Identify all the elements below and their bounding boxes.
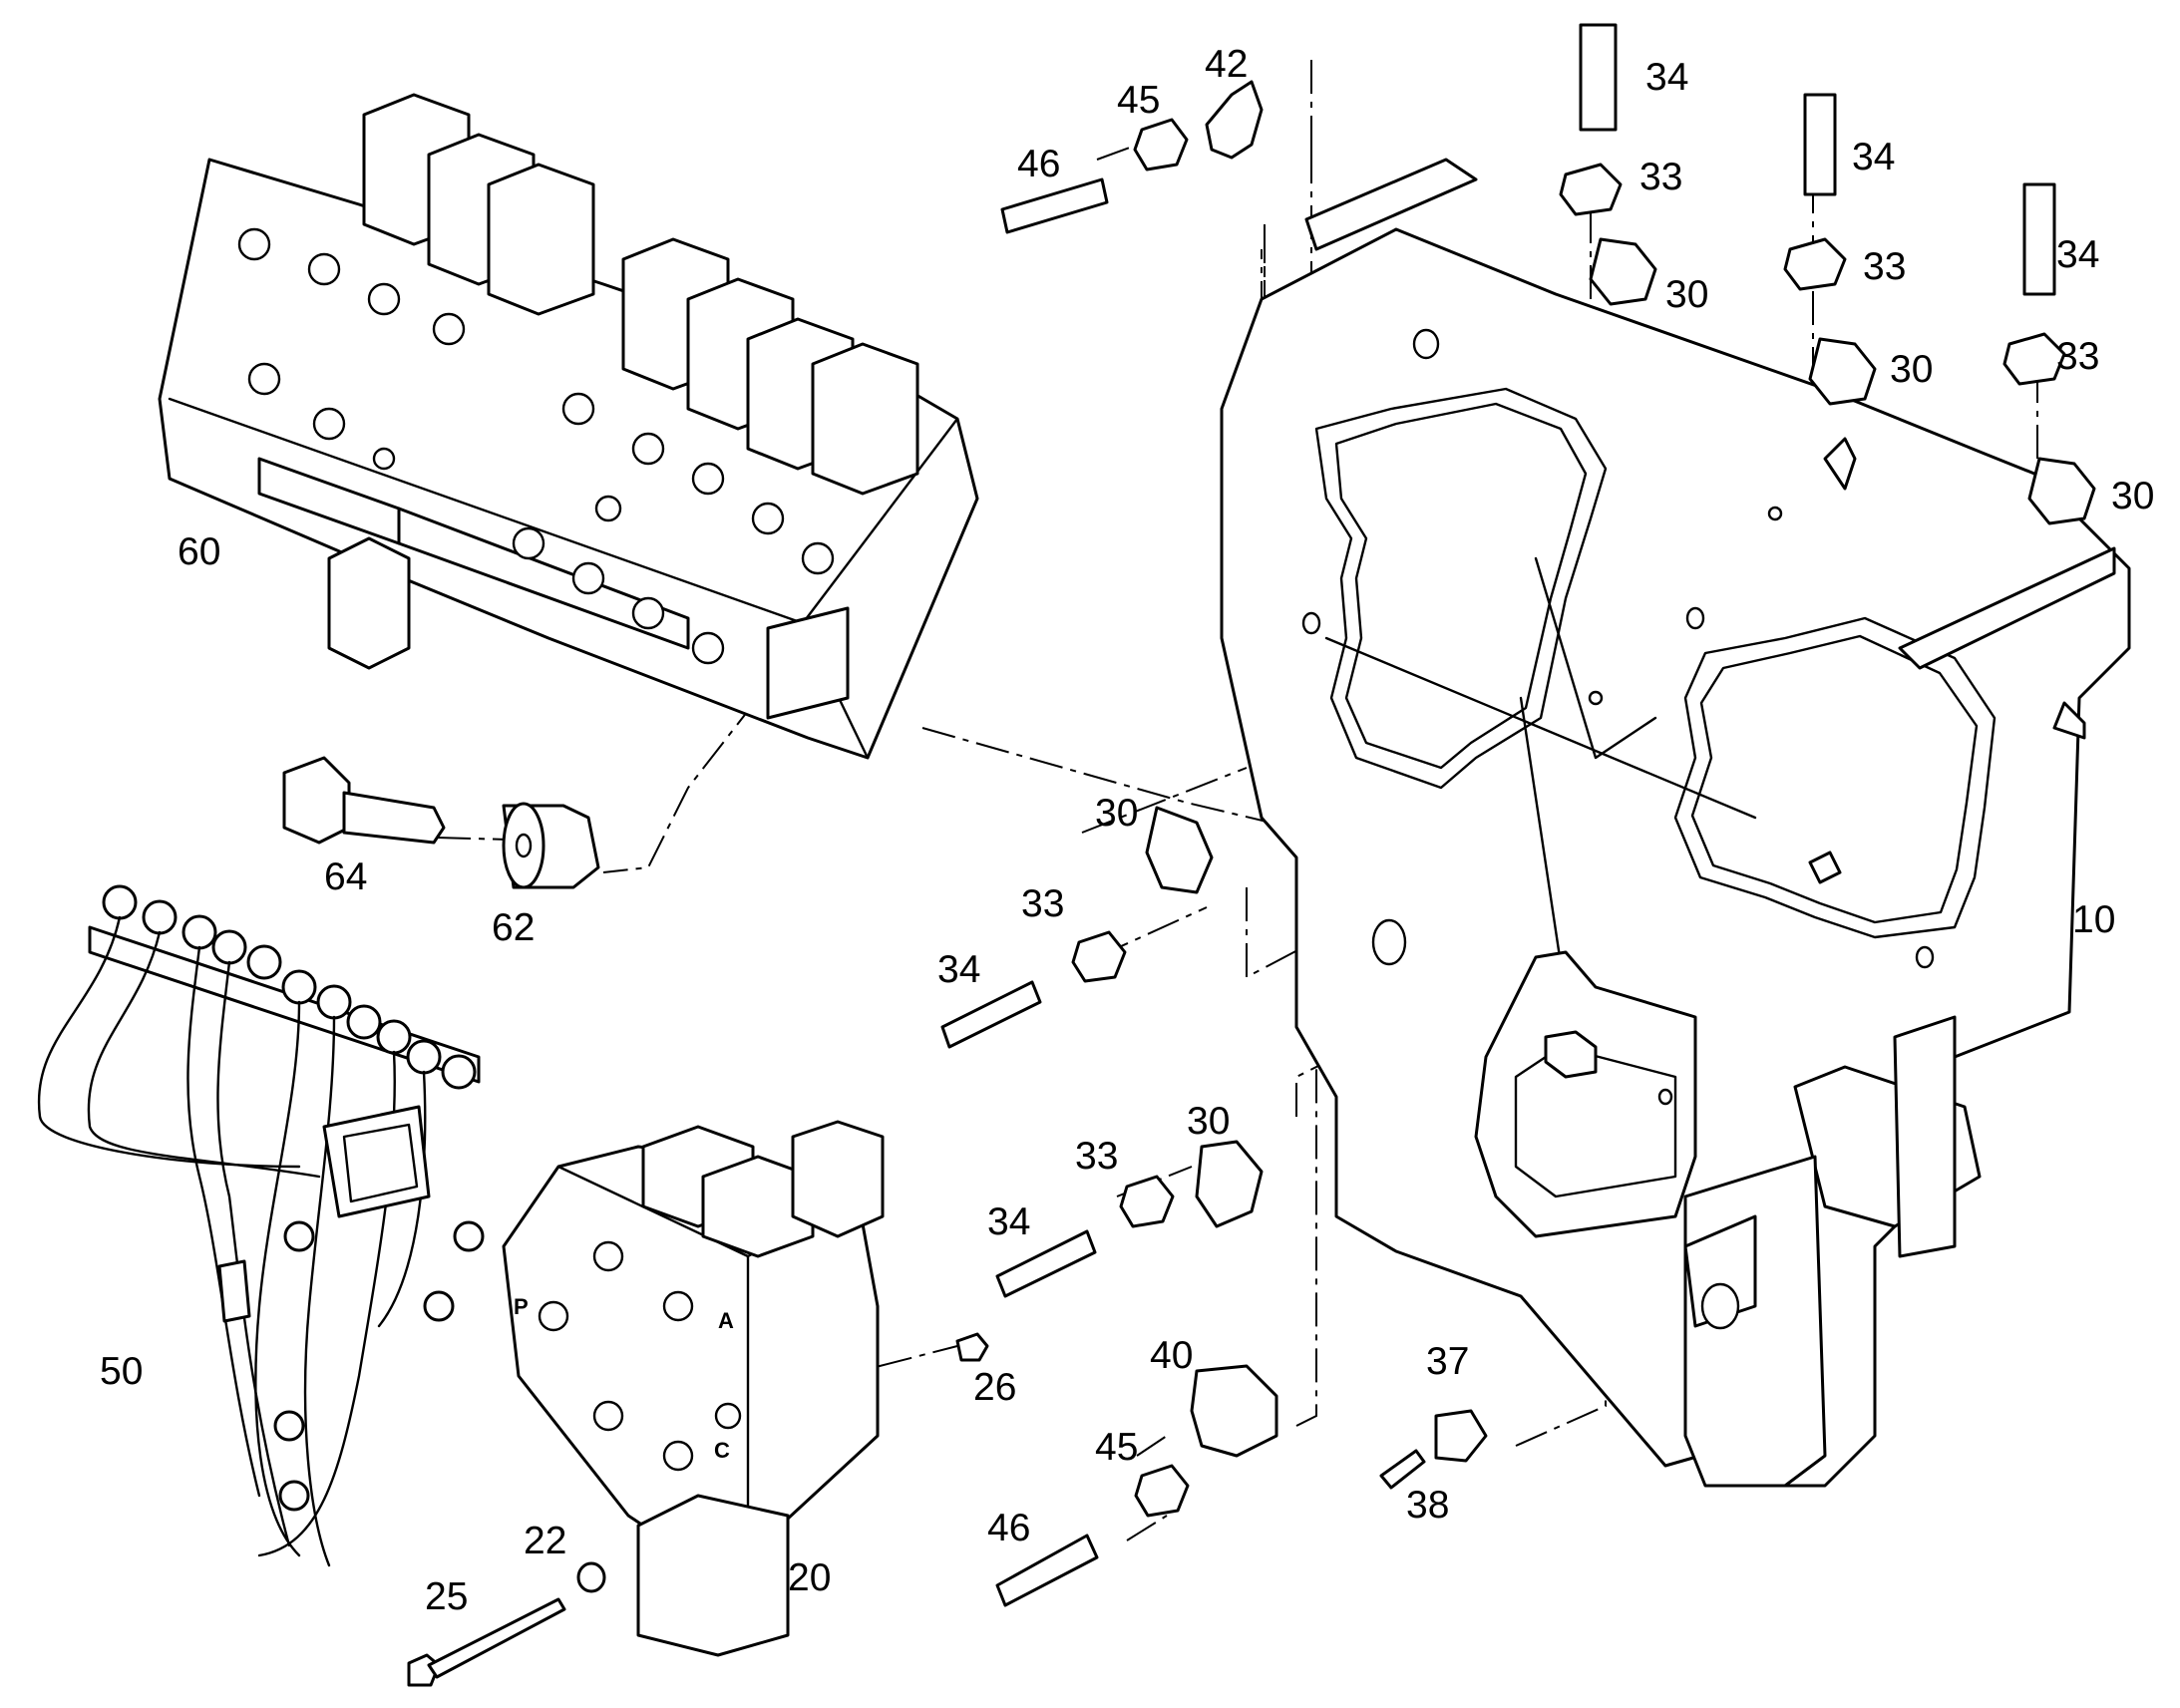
port-letter-c: C — [714, 1438, 730, 1463]
valve-ports-20 — [538, 1240, 742, 1472]
spacer-part-62 — [502, 802, 600, 889]
clamp-42 — [1205, 80, 1264, 160]
long-bolt-part-25 — [407, 1597, 566, 1687]
hose-assembly-part-50 — [37, 884, 485, 1567]
port-letters: P A C — [514, 1294, 734, 1463]
clamps — [1145, 80, 2096, 1490]
callout-30: 30 — [1095, 792, 1138, 835]
port-letter-a: A — [718, 1308, 734, 1333]
hydraulic-valve-part-20 — [502, 1120, 885, 1657]
nuts — [1071, 118, 2066, 1518]
callout-numbers: 42 45 46 34 33 30 34 33 30 34 33 30 60 6… — [100, 43, 2154, 1618]
nut-33c — [2002, 332, 2066, 386]
solenoid-coils — [327, 93, 919, 670]
callout-20: 20 — [788, 1556, 831, 1599]
callout-34: 34 — [937, 948, 980, 991]
clamp-40 — [1190, 1364, 1278, 1458]
callout-25: 25 — [425, 1575, 468, 1618]
nut-33b — [1783, 237, 1847, 291]
nut-33d — [1071, 930, 1127, 983]
stud-34a — [1579, 23, 1618, 132]
stud-34d — [940, 980, 1042, 1049]
callout-26: 26 — [973, 1366, 1016, 1409]
callout-34: 34 — [987, 1200, 1030, 1243]
nut-part-26 — [955, 1332, 989, 1362]
nut-33e — [1119, 1175, 1175, 1228]
callout-60: 60 — [178, 530, 220, 573]
bolt-part-64 — [282, 756, 446, 845]
callout-33: 33 — [1021, 882, 1064, 925]
callout-33: 33 — [1075, 1135, 1118, 1178]
callout-64: 64 — [324, 855, 367, 898]
clamp-30c — [2027, 457, 2096, 525]
callout-46: 46 — [987, 1507, 1030, 1549]
callout-30: 30 — [2111, 475, 2154, 517]
stud-34b — [1803, 93, 1837, 196]
callout-40: 40 — [1150, 1334, 1193, 1377]
callout-33: 33 — [1639, 156, 1682, 198]
callout-37: 37 — [1426, 1340, 1469, 1383]
callout-62: 62 — [492, 906, 535, 949]
stud-34e — [995, 1229, 1097, 1298]
clamp-30b — [1808, 337, 1877, 406]
callout-33: 33 — [2056, 335, 2099, 378]
clamp-30d — [1145, 806, 1214, 894]
callout-42: 42 — [1205, 43, 1248, 86]
callout-22: 22 — [524, 1520, 566, 1562]
nut-45a — [1133, 118, 1189, 171]
callout-45: 45 — [1117, 79, 1160, 122]
studs — [940, 23, 2056, 1607]
screw-38 — [1379, 1449, 1426, 1490]
port-letter-p: P — [514, 1294, 529, 1319]
hose-fittings — [102, 884, 477, 1090]
clamp-30e — [1195, 1140, 1264, 1228]
main-frame-part-10 — [1220, 158, 2131, 1488]
valve-block-part-60 — [158, 93, 979, 760]
nut-33a — [1559, 163, 1623, 216]
callout-34: 34 — [1645, 56, 1688, 99]
callout-34: 34 — [1852, 136, 1895, 178]
nut-45b — [1134, 1464, 1190, 1518]
callout-46: 46 — [1017, 143, 1060, 185]
stud-46a — [1000, 177, 1109, 234]
callout-30: 30 — [1187, 1100, 1230, 1143]
callout-50: 50 — [100, 1350, 143, 1393]
stud-46b — [995, 1534, 1099, 1607]
callout-30: 30 — [1890, 348, 1933, 391]
clamp-37 — [1434, 1409, 1488, 1463]
callout-34: 34 — [2056, 233, 2099, 276]
callout-30: 30 — [1665, 273, 1708, 316]
callout-45: 45 — [1095, 1426, 1138, 1469]
callout-33: 33 — [1863, 245, 1906, 288]
washer-part-22 — [576, 1561, 606, 1593]
stud-34c — [2022, 182, 2056, 296]
callout-38: 38 — [1406, 1484, 1449, 1527]
valve-ports — [237, 227, 835, 665]
callout-10: 10 — [2072, 898, 2115, 941]
clamp-30a — [1589, 237, 1657, 306]
